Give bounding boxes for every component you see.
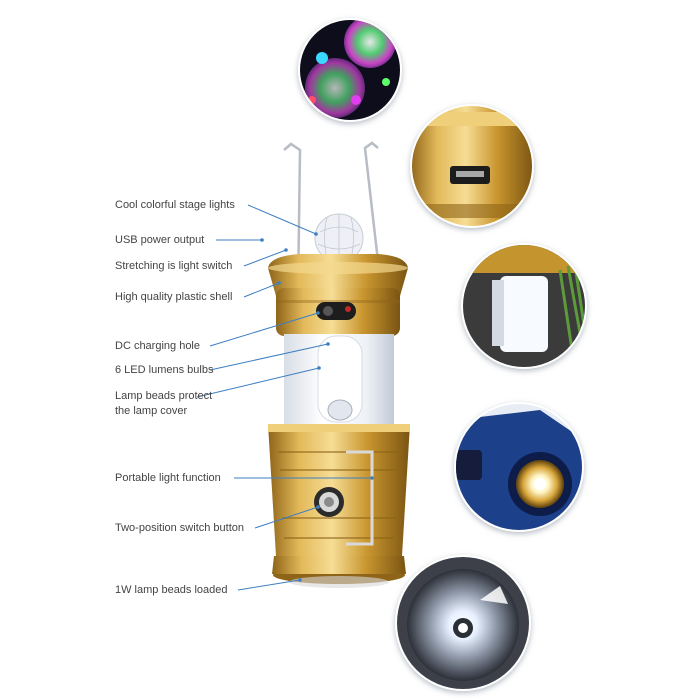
detail-lamp-beads <box>395 555 531 691</box>
label-stage-lights: Cool colorful stage lights <box>115 199 235 211</box>
led-bulb-icon <box>500 276 548 352</box>
lantern <box>268 141 410 588</box>
label-lamp-cover-line2: the lamp cover <box>115 405 188 417</box>
wire-handle-left <box>283 142 302 297</box>
label-lamp-cover-line1: Lamp beads protect <box>115 390 213 402</box>
wire-handle-right <box>363 141 384 297</box>
label-plastic-shell: High quality plastic shell <box>115 291 233 303</box>
detail-portable-light <box>454 402 584 532</box>
label-lamp-beads: 1W lamp beads loaded <box>115 584 228 596</box>
label-switch-button: Two-position switch button <box>115 522 245 534</box>
detail-stage-lights <box>298 18 402 122</box>
label-led-bulbs: 6 LED lumens bulbs <box>115 364 214 376</box>
label-light-switch: Stretching is light switch <box>115 260 233 272</box>
side-handle <box>346 450 374 546</box>
label-usb-output: USB power output <box>115 234 205 246</box>
label-portable-light: Portable light function <box>115 472 221 484</box>
callout-lines <box>196 204 374 591</box>
detail-led-bulbs <box>461 243 587 369</box>
label-lamp-cover: Lamp beads protect the lamp cover <box>115 389 245 419</box>
detail-usb-output <box>410 104 534 228</box>
label-dc-charging: DC charging hole <box>115 340 200 352</box>
lower-body <box>268 424 410 556</box>
